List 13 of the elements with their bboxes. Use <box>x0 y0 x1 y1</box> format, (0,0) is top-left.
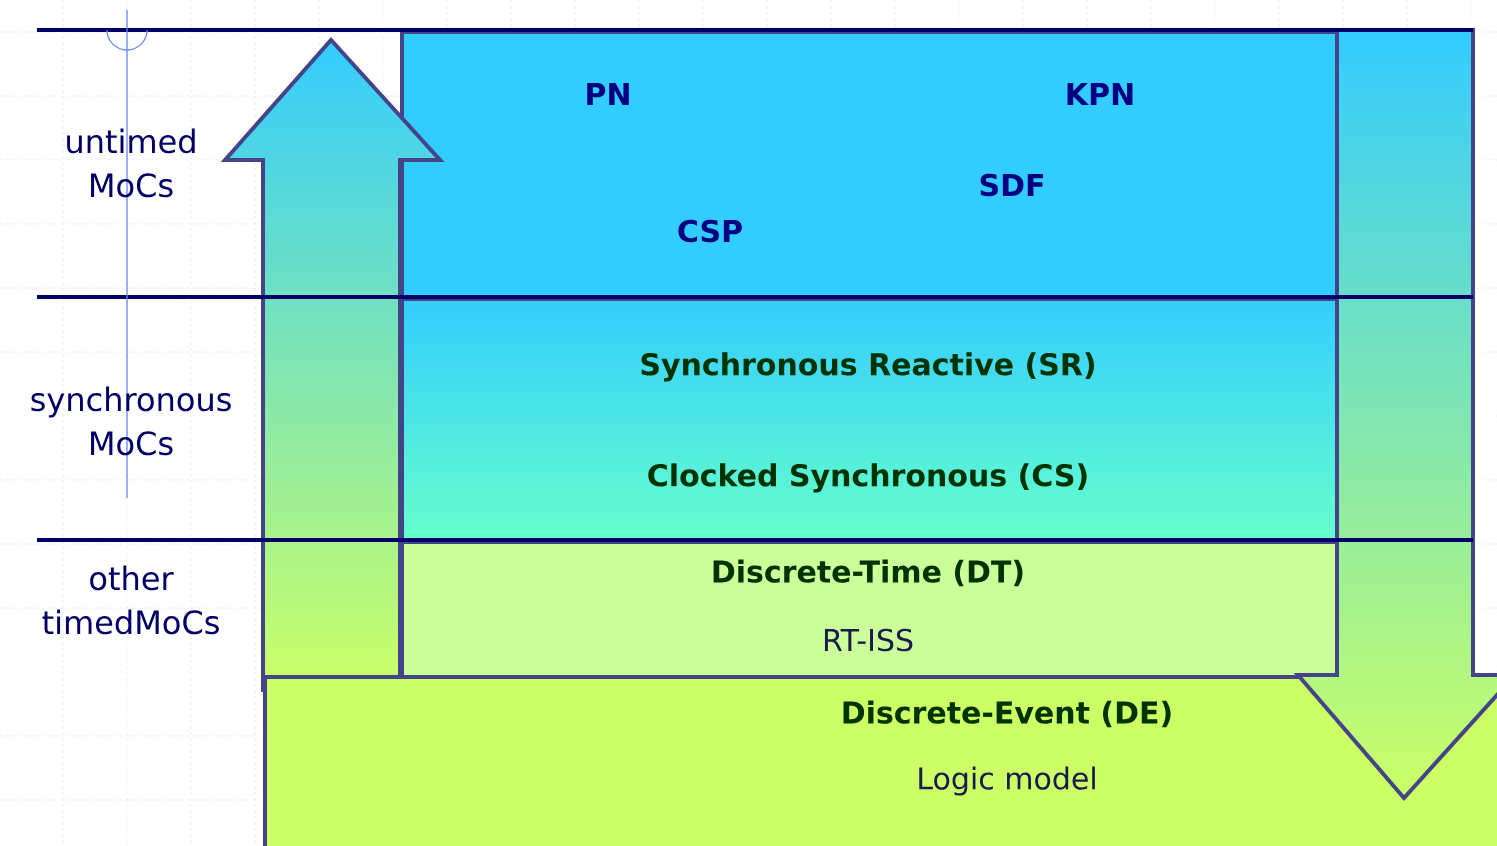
band-label: Logic model <box>919 766 1095 796</box>
band-label: PN <box>587 83 629 105</box>
band-label: Clocked Synchronous (CS) <box>648 463 1087 493</box>
row-label: synchronous MoCs <box>31 386 231 456</box>
band-label: Discrete-Time (DT) <box>713 559 1023 587</box>
band-label: RT-ISS <box>824 628 913 652</box>
band-label: KPN <box>1067 83 1133 105</box>
band-label: Synchronous Reactive (SR) <box>641 352 1095 382</box>
row-label: untimed MoCs <box>67 128 195 198</box>
band-label: CSP <box>678 219 742 243</box>
band-label: Discrete-Event (DE) <box>843 700 1171 728</box>
row-label: other timedMoCs <box>42 565 219 635</box>
band-label: SDF <box>980 173 1043 197</box>
